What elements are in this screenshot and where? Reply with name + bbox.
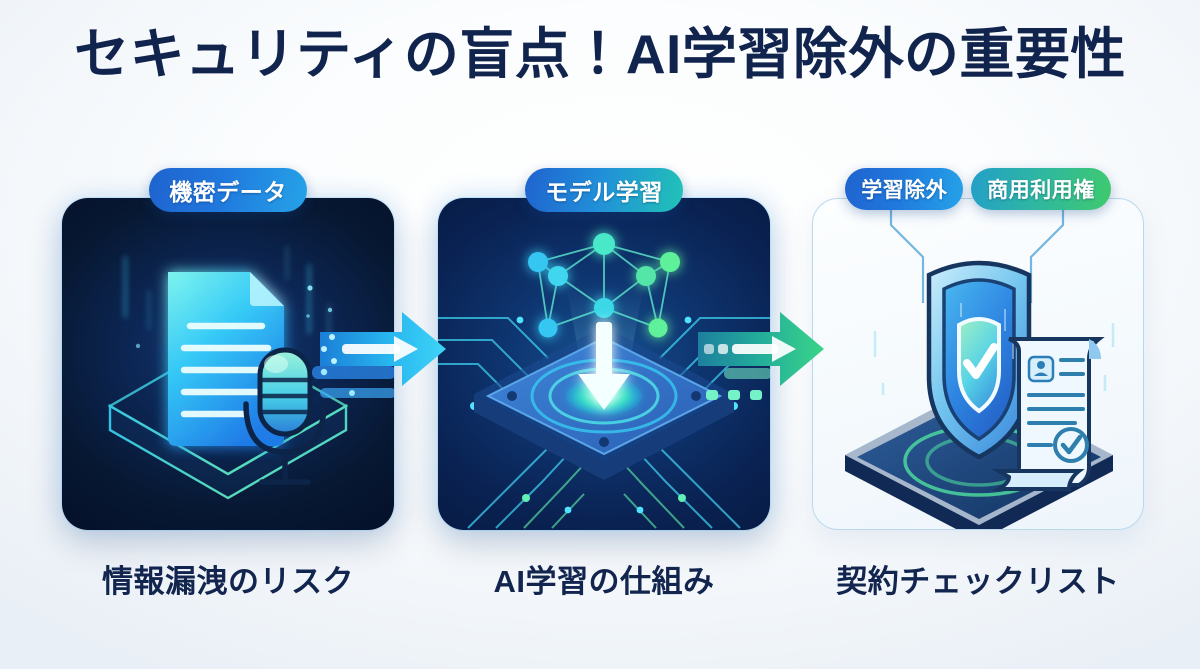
light-streaks-icon bbox=[124, 246, 330, 348]
panel-model-training[interactable]: モデル学習 bbox=[438, 168, 770, 530]
scroll-text-lines-icon bbox=[1027, 358, 1085, 447]
document-text-lines-icon bbox=[180, 322, 272, 418]
panel-3-badges: 学習除外 商用利用権 bbox=[812, 168, 1144, 210]
arrow-right-green-icon bbox=[698, 312, 824, 386]
panel-3-card bbox=[812, 198, 1144, 530]
spark-dots-icon bbox=[135, 285, 333, 349]
panel-2-badges: モデル学習 bbox=[438, 168, 770, 212]
caption-panel-2: AI学習の仕組み bbox=[493, 564, 715, 599]
badge-commercial-rights[interactable]: 商用利用権 bbox=[971, 168, 1111, 210]
panel-2-illustration bbox=[438, 233, 770, 529]
arrow-right-cyan-icon bbox=[320, 312, 446, 386]
panel-1-illustration bbox=[107, 246, 394, 500]
seal-check-icon bbox=[1053, 427, 1089, 463]
flow-arrow-2 bbox=[698, 306, 826, 392]
avatar-icon bbox=[1027, 355, 1055, 383]
panels-row: 機密データ bbox=[0, 168, 1200, 530]
captions-row: 情報漏洩のリスク AI学習の仕組み 契約チェックリスト bbox=[0, 556, 1200, 616]
contract-scroll-icon bbox=[991, 337, 1105, 491]
arrow-inner-marks-icon bbox=[704, 336, 796, 362]
panel-1-badges: 機密データ bbox=[62, 168, 394, 212]
panel-2-card bbox=[438, 198, 770, 530]
document-icon bbox=[168, 272, 284, 446]
panel-contract-checklist[interactable]: 学習除外 商用利用権 bbox=[812, 168, 1144, 530]
caption-panel-1: 情報漏洩のリスク bbox=[102, 564, 354, 599]
badge-confidential-data[interactable]: 機密データ bbox=[149, 168, 307, 212]
data-dashes-icon bbox=[706, 368, 770, 400]
badge-model-training[interactable]: モデル学習 bbox=[525, 168, 683, 212]
shield-data-lines-icon bbox=[960, 303, 1014, 359]
caption-panel-3: 契約チェックリスト bbox=[836, 564, 1120, 599]
flow-arrow-1 bbox=[320, 306, 448, 392]
shield-icon bbox=[926, 260, 1032, 460]
arrow-inner-marks-icon bbox=[321, 334, 418, 364]
badge-training-exclusion[interactable]: 学習除外 bbox=[845, 168, 964, 210]
data-beam-icon bbox=[312, 366, 394, 398]
neural-network-icon bbox=[528, 233, 680, 338]
checkmark-icon bbox=[963, 343, 998, 379]
ambient-ticks-icon bbox=[873, 323, 1115, 395]
neural-nodes-icon bbox=[528, 233, 680, 338]
down-arrow-icon bbox=[578, 322, 630, 410]
page-title: セキュリティの盲点！AI学習除外の重要性 bbox=[74, 23, 1126, 85]
microphone-icon bbox=[243, 347, 327, 485]
panel-3-illustration bbox=[845, 199, 1115, 529]
